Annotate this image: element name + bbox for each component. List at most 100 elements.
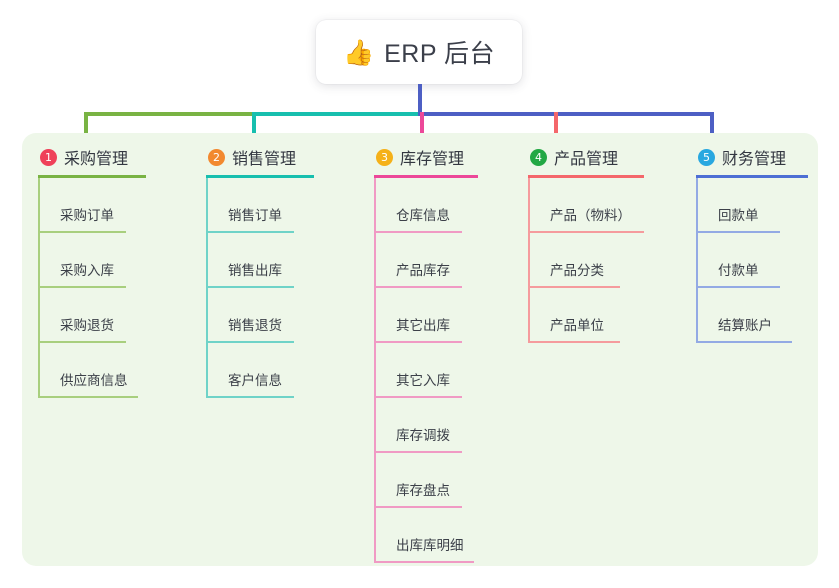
bus-segment-green (84, 112, 254, 116)
branch-leaf-list-4: 产品（物料） 产品分类产品单位 (528, 178, 644, 343)
branch-badge-4: 4 (530, 148, 547, 166)
branch-title-3: 库存管理 (400, 151, 465, 168)
branch-badge-2: 2 (208, 148, 225, 166)
root-node-title: ERP 后台 (384, 40, 496, 68)
branch-badge-3: 3 (376, 148, 393, 166)
branch-leaf-list-3: 仓库信息产品库存其它出库其它入库库存调拨库存盘点出库库明细 (374, 178, 478, 563)
branch-rule-5 (696, 175, 808, 178)
branch-column-1: 1 采购管理采购订单采购入库采购退货供应商信息 (38, 144, 146, 398)
leaf-label: 产品库存 (396, 263, 450, 278)
leaf-label: 销售退货 (228, 318, 282, 333)
branch-column-2: 2 销售管理销售订单销售出库销售退货客户信息 (206, 144, 314, 398)
leaf-node[interactable]: 产品单位 (528, 288, 644, 343)
branch-title-4: 产品管理 (554, 151, 619, 168)
leaf-node[interactable]: 采购退货 (38, 288, 146, 343)
leaf-node[interactable]: 销售出库 (206, 233, 314, 288)
branch-header-2[interactable]: 2 销售管理 (206, 144, 314, 170)
leaf-label: 库存盘点 (396, 483, 450, 498)
branch-header-5[interactable]: 5 财务管理 (696, 144, 808, 170)
drop-connector-2 (252, 112, 256, 146)
drop-connector-4 (554, 112, 558, 146)
leaf-underline (696, 341, 792, 343)
leaf-node[interactable]: 库存调拨 (374, 398, 478, 453)
root-stem-connector (418, 84, 422, 114)
leaf-node[interactable]: 产品库存 (374, 233, 478, 288)
leaf-underline (374, 561, 474, 563)
branch-rule-3 (374, 175, 478, 178)
leaf-label: 采购订单 (60, 208, 114, 223)
leaf-underline (374, 341, 462, 343)
branch-spine-4 (528, 178, 530, 343)
branch-title-5: 财务管理 (722, 151, 787, 168)
leaf-node[interactable]: 结算账户 (696, 288, 808, 343)
leaf-node[interactable]: 采购订单 (38, 178, 146, 233)
branch-badge-5: 5 (698, 148, 715, 166)
branch-title-1: 采购管理 (64, 151, 129, 168)
leaf-underline (206, 396, 294, 398)
leaf-underline (528, 231, 644, 233)
branch-header-4[interactable]: 4 产品管理 (528, 144, 644, 170)
leaf-label: 产品分类 (550, 263, 604, 278)
leaf-label: 仓库信息 (396, 208, 450, 223)
branch-leaf-list-2: 销售订单销售出库销售退货客户信息 (206, 178, 314, 398)
leaf-node[interactable]: 客户信息 (206, 343, 314, 398)
leaf-node[interactable]: 付款单 (696, 233, 808, 288)
branch-badge-1: 1 (40, 148, 57, 166)
branch-column-5: 5 财务管理回款单付款单结算账户 (696, 144, 808, 343)
branch-spine-5 (696, 178, 698, 343)
leaf-label: 采购入库 (60, 263, 114, 278)
leaf-label: 付款单 (718, 263, 759, 278)
branch-header-3[interactable]: 3 库存管理 (374, 144, 478, 170)
drop-connector-3 (420, 112, 424, 146)
leaf-node[interactable]: 采购入库 (38, 233, 146, 288)
leaf-underline (696, 286, 780, 288)
leaf-underline (38, 286, 126, 288)
branch-leaf-list-5: 回款单付款单结算账户 (696, 178, 808, 343)
leaf-node[interactable]: 其它出库 (374, 288, 478, 343)
branch-spine-3 (374, 178, 376, 563)
leaf-label: 供应商信息 (60, 373, 128, 388)
branch-title-2: 销售管理 (232, 151, 297, 168)
leaf-underline (206, 286, 294, 288)
drop-connector-5 (710, 112, 714, 146)
leaf-underline (374, 451, 462, 453)
leaf-node[interactable]: 仓库信息 (374, 178, 478, 233)
leaf-underline (38, 396, 138, 398)
leaf-underline (528, 286, 620, 288)
leaf-node[interactable]: 供应商信息 (38, 343, 146, 398)
leaf-label: 出库库明细 (396, 538, 464, 553)
leaf-underline (374, 396, 462, 398)
leaf-underline (206, 341, 294, 343)
leaf-underline (38, 231, 126, 233)
leaf-node[interactable]: 产品分类 (528, 233, 644, 288)
leaf-label: 结算账户 (718, 318, 772, 333)
root-node-card[interactable]: 👍 ERP 后台 (316, 20, 522, 84)
leaf-label: 销售订单 (228, 208, 282, 223)
branch-spine-2 (206, 178, 208, 398)
branch-header-1[interactable]: 1 采购管理 (38, 144, 146, 170)
leaf-label: 其它出库 (396, 318, 450, 333)
branch-leaf-list-1: 采购订单采购入库采购退货供应商信息 (38, 178, 146, 398)
diagram-panel (22, 133, 818, 566)
leaf-label: 产品单位 (550, 318, 604, 333)
branch-rule-4 (528, 175, 644, 178)
branch-spine-1 (38, 178, 40, 398)
branch-column-3: 3 库存管理仓库信息产品库存其它出库其它入库库存调拨库存盘点出库库明细 (374, 144, 478, 563)
leaf-node[interactable]: 库存盘点 (374, 453, 478, 508)
drop-connector-1 (84, 112, 88, 146)
branch-column-4: 4 产品管理产品（物料） 产品分类产品单位 (528, 144, 644, 343)
leaf-node[interactable]: 销售退货 (206, 288, 314, 343)
leaf-node[interactable]: 回款单 (696, 178, 808, 233)
leaf-underline (206, 231, 294, 233)
thumbs-up-icon: 👍 (342, 38, 375, 67)
leaf-label: 采购退货 (60, 318, 114, 333)
leaf-label: 其它入库 (396, 373, 450, 388)
leaf-node[interactable]: 销售订单 (206, 178, 314, 233)
leaf-underline (374, 286, 462, 288)
leaf-underline (696, 231, 780, 233)
branch-rule-2 (206, 175, 314, 178)
leaf-node[interactable]: 产品（物料） (528, 178, 644, 233)
leaf-node[interactable]: 出库库明细 (374, 508, 478, 563)
leaf-node[interactable]: 其它入库 (374, 343, 478, 398)
leaf-label: 库存调拨 (396, 428, 450, 443)
